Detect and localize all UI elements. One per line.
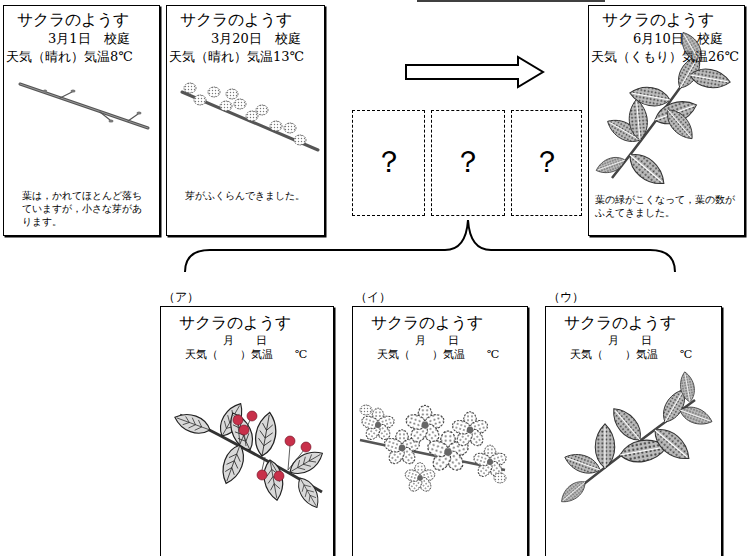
question-mark: ？ — [432, 144, 504, 180]
question-mark: ？ — [512, 144, 581, 180]
observation-card: サクラのようす 3月20日 校庭天気（晴れ）気温13℃ 芽がふくらんできました。 — [166, 5, 325, 236]
card-title: サクラのようす — [564, 313, 676, 332]
date-text: 月 日 — [415, 334, 459, 347]
question-mark: ？ — [353, 144, 424, 180]
observation-card: サクラのようす 3月1日 校庭天気（晴れ）気温8℃ 葉は，かれてほとんど落ちています… — [3, 5, 160, 236]
blank-card: ？ — [431, 110, 505, 216]
weather-text: 天気（ ）気温 ℃ — [570, 348, 692, 361]
date-text: 月 日 — [223, 334, 267, 347]
note-text: 葉は，かれてほとんど落ちていますが，小さな芽があります。 — [22, 190, 150, 228]
card-title: サクラのようす — [179, 313, 291, 332]
observation-card: （ウ）サクラのようす月 日天気（ ）気温 ℃ — [545, 306, 722, 556]
note-text: 芽がふくらんできました。 — [185, 190, 313, 203]
card-title: サクラのようす — [180, 10, 292, 29]
observation-card: サクラのようす 6月10日 校庭天気（くもり）気温26℃ 葉の緑がこくなって，葉の数… — [588, 5, 745, 236]
blank-card: ？ — [511, 110, 582, 216]
weather-text: 天気（晴れ）気温13℃ — [169, 49, 304, 65]
choice-label: （イ） — [355, 290, 391, 304]
blank-card: ？ — [352, 110, 425, 216]
choice-label: （ウ） — [548, 290, 584, 304]
note-text: 葉の緑がこくなって，葉の数がふえてきました。 — [595, 194, 739, 220]
date-text: 3月1日 校庭 — [48, 31, 130, 47]
card-title: サクラのようす — [371, 313, 483, 332]
date-text: 3月20日 校庭 — [211, 31, 301, 47]
date-text: 6月10日 校庭 — [633, 31, 723, 47]
weather-text: 天気（ ）気温 ℃ — [185, 348, 307, 361]
date-text: 月 日 — [608, 334, 652, 347]
choice-label: （ア） — [163, 290, 199, 304]
observation-card: （イ）サクラのようす月 日天気（ ）気温 ℃ — [352, 306, 528, 556]
weather-text: 天気（ ）気温 ℃ — [377, 348, 499, 361]
weather-text: 天気（晴れ）気温8℃ — [6, 49, 133, 65]
weather-text: 天気（くもり）気温26℃ — [591, 49, 739, 65]
card-title: サクラのようす — [17, 10, 129, 29]
card-title: サクラのようす — [602, 10, 714, 29]
observation-card: （ア）サクラのようす月 日天気（ ）気温 ℃ — [160, 306, 334, 556]
